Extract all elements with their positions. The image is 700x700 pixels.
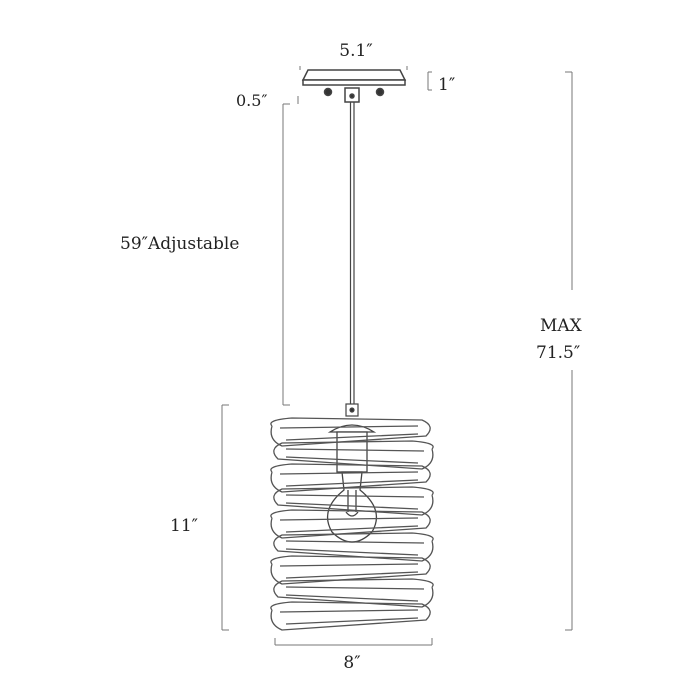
shade-width-label: 8″ (343, 653, 360, 673)
spiral-band (273, 578, 434, 608)
rod-length-label: 59″Adjustable (120, 234, 239, 254)
spiral-band (270, 601, 431, 631)
canopy (301, 69, 407, 103)
spiral-band (273, 486, 434, 516)
spiral-band (273, 532, 434, 562)
spiral-band (273, 440, 434, 470)
shade-height-label: 11″ (170, 516, 198, 536)
suspension-rod (345, 102, 359, 417)
spiral-band (270, 463, 431, 493)
dimension-lines (221, 66, 573, 646)
spiral-band (270, 555, 431, 585)
max-label: MAX (540, 316, 583, 336)
canopy-height-label: 1″ (438, 75, 455, 95)
max-height-label: 71.5″ (536, 343, 580, 363)
canopy-width-label: 5.1″ (339, 41, 372, 61)
spiral-band (270, 509, 431, 539)
spiral-shade (270, 417, 434, 631)
spiral-band (270, 417, 431, 447)
gap-label: 0.5″ (236, 91, 267, 110)
